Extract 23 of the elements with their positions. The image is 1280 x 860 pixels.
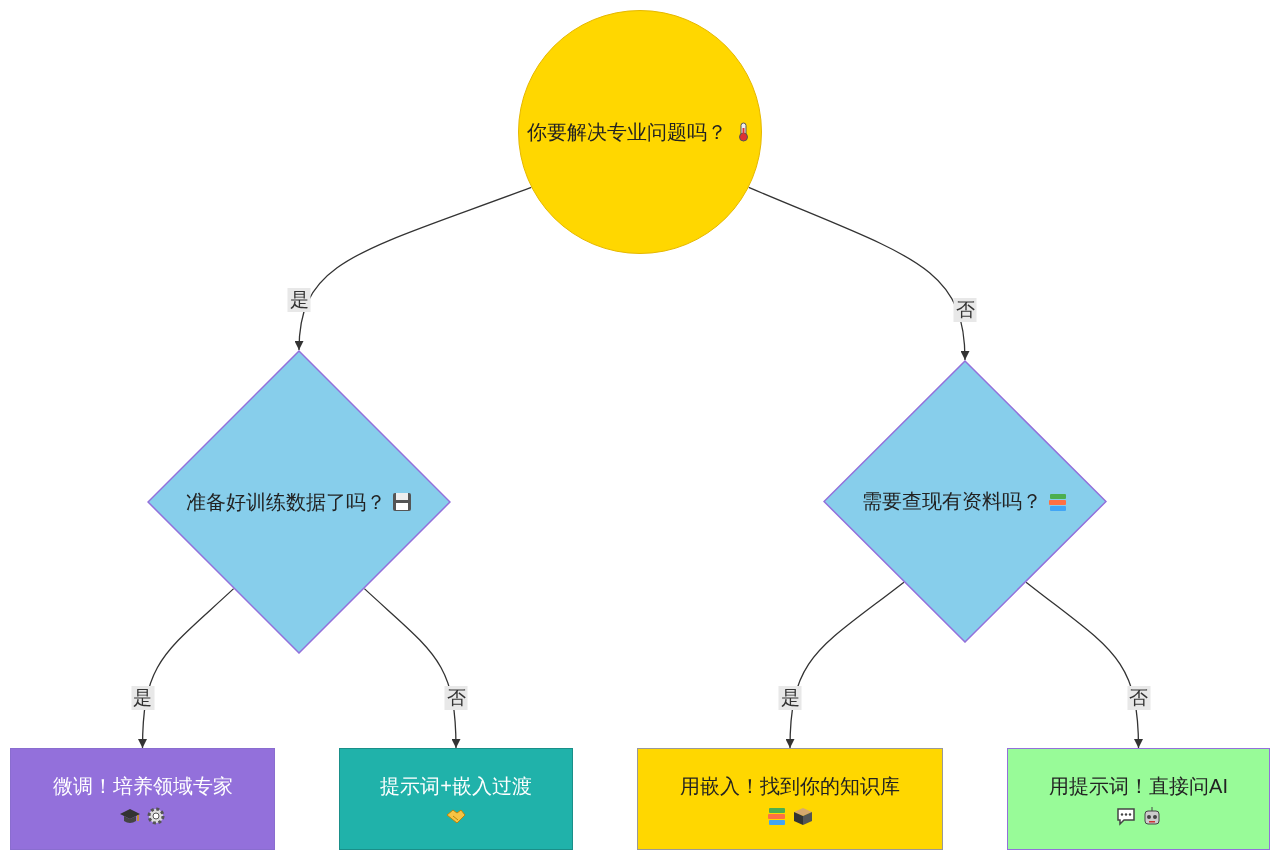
arrow (748, 186, 969, 361)
node-label: 你要解决专业问题吗？ (527, 119, 727, 145)
result-box (10, 748, 275, 850)
result-box (637, 748, 943, 850)
result-box (339, 748, 573, 850)
node-label: 提示词+嵌入过渡 (380, 773, 532, 799)
arrow (363, 588, 461, 749)
edge-label: 否 (444, 686, 468, 710)
arrow (295, 186, 532, 351)
edge-label: 是 (778, 686, 802, 710)
arrow (785, 581, 905, 749)
node-label: 微调！培养领域专家 (52, 773, 233, 799)
edge-label: 否 (953, 298, 977, 322)
edge-label: 否 (1127, 686, 1150, 710)
result-box (1007, 748, 1270, 850)
arrow (1025, 581, 1143, 749)
node-label: 用提示词！直接问AI (1049, 773, 1228, 799)
arrow (138, 588, 235, 749)
node-label: 准备好训练数据了吗？ (186, 489, 386, 515)
edge-label: 是 (287, 288, 311, 312)
edge-label: 是 (131, 686, 154, 710)
node-label: 需要查现有资料吗？ (862, 489, 1042, 514)
node-label: 用嵌入！找到你的知识库 (680, 773, 900, 799)
